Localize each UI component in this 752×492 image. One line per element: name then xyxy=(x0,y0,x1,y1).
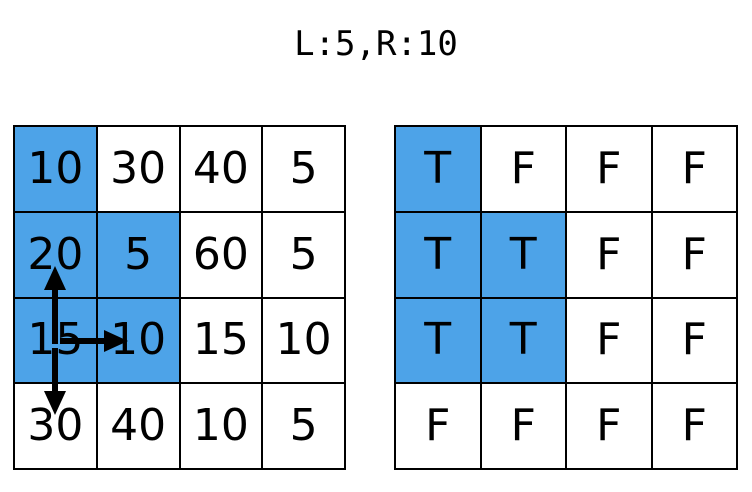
value-cell-label: 15 xyxy=(192,314,249,366)
flag-cell-label: F xyxy=(681,142,707,194)
value-cell-r3c1[interactable]: 40 xyxy=(97,384,181,470)
flag-cell-r1c3[interactable]: F xyxy=(652,212,738,299)
flag-cell-label: T xyxy=(509,228,537,280)
flag-cell-r2c2[interactable]: F xyxy=(567,298,653,385)
value-cell-r0c0[interactable]: 10 xyxy=(15,127,98,213)
value-cell-r3c2[interactable]: 10 xyxy=(180,384,264,470)
value-cell-label: 30 xyxy=(27,400,84,452)
value-cell-label: 10 xyxy=(110,314,167,366)
flag-cell-label: F xyxy=(510,142,536,194)
flag-cell-label: T xyxy=(424,314,452,366)
value-cell-r0c3[interactable]: 5 xyxy=(263,127,346,213)
flag-cell-label: F xyxy=(681,314,707,366)
flag-cell-r3c0[interactable]: F xyxy=(396,384,482,470)
flag-cell-label: T xyxy=(424,228,452,280)
value-cell-label: 10 xyxy=(192,400,249,452)
value-cell-label: 60 xyxy=(192,228,249,280)
flag-cell-label: F xyxy=(596,400,622,452)
value-cell-r1c0[interactable]: 20 xyxy=(15,212,98,299)
flag-cell-r0c3[interactable]: F xyxy=(652,127,738,213)
value-cell-label: 5 xyxy=(289,400,318,452)
value-cell-label: 20 xyxy=(27,228,84,280)
flag-cell-r0c0[interactable]: T xyxy=(396,127,482,213)
value-cell-label: 40 xyxy=(110,400,167,452)
value-cell-r1c2[interactable]: 60 xyxy=(180,212,264,299)
flag-cell-label: F xyxy=(596,228,622,280)
flag-cell-r1c1[interactable]: T xyxy=(481,212,567,299)
flag-cell-r3c1[interactable]: F xyxy=(481,384,567,470)
value-cell-r2c1[interactable]: 10 xyxy=(97,298,181,385)
value-cell-r2c0[interactable]: 15 xyxy=(15,298,98,385)
flag-cell-r2c0[interactable]: T xyxy=(396,298,482,385)
flag-cell-label: F xyxy=(425,400,451,452)
value-cell-label: 5 xyxy=(289,228,318,280)
value-cell-r2c2[interactable]: 15 xyxy=(180,298,264,385)
flag-cell-label: T xyxy=(509,314,537,366)
value-cell-label: 10 xyxy=(275,314,332,366)
flag-cell-label: F xyxy=(681,228,707,280)
flag-cell-r1c0[interactable]: T xyxy=(396,212,482,299)
value-cell-label: 5 xyxy=(289,142,318,194)
value-cell-r3c3[interactable]: 5 xyxy=(263,384,346,470)
flag-cell-r2c1[interactable]: T xyxy=(481,298,567,385)
value-cell-label: 5 xyxy=(124,228,153,280)
value-cell-label: 40 xyxy=(192,142,249,194)
flag-cell-r3c2[interactable]: F xyxy=(567,384,653,470)
value-cell-r1c3[interactable]: 5 xyxy=(263,212,346,299)
value-cell-r2c3[interactable]: 10 xyxy=(263,298,346,385)
flag-cell-label: F xyxy=(510,400,536,452)
flag-cell-label: T xyxy=(424,142,452,194)
value-cell-label: 10 xyxy=(27,142,84,194)
value-cell-r0c2[interactable]: 40 xyxy=(180,127,264,213)
flag-cell-r3c3[interactable]: F xyxy=(652,384,738,470)
value-cell-label: 15 xyxy=(27,314,84,366)
value-cell-label: 30 xyxy=(110,142,167,194)
page-title: L:5,R:10 xyxy=(294,24,458,64)
value-grid: 10 30 40 5 20 5 60 5 15 10 15 10 30 40 1… xyxy=(13,125,346,470)
value-cell-r0c1[interactable]: 30 xyxy=(97,127,181,213)
value-cell-r1c1[interactable]: 5 xyxy=(97,212,181,299)
flag-cell-r1c2[interactable]: F xyxy=(567,212,653,299)
flag-cell-label: F xyxy=(596,142,622,194)
flag-grid: T F F F T T F F T T F F F F F F xyxy=(394,125,738,470)
value-cell-r3c0[interactable]: 30 xyxy=(15,384,98,470)
flag-cell-label: F xyxy=(681,400,707,452)
flag-cell-r0c2[interactable]: F xyxy=(567,127,653,213)
flag-cell-r0c1[interactable]: F xyxy=(481,127,567,213)
flag-cell-label: F xyxy=(596,314,622,366)
flag-cell-r2c3[interactable]: F xyxy=(652,298,738,385)
